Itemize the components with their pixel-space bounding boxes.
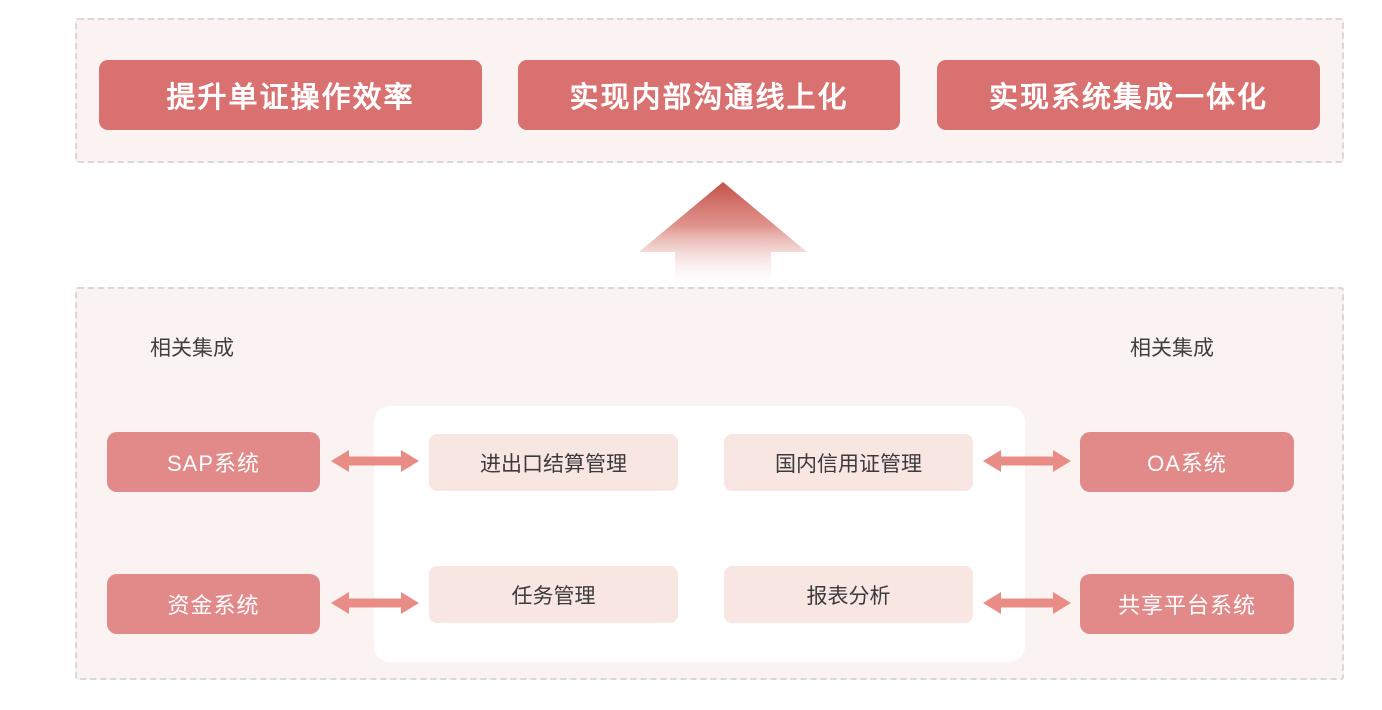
double-arrow-icon [331,592,419,614]
integration-container: 相关集成 相关集成 进出口结算管理 国内信用证管理 任务管理 报表分析 SAP系… [75,287,1344,680]
module-box-domestic-lc: 国内信用证管理 [724,434,973,491]
up-arrow-icon [639,182,807,290]
system-box-shared-platform: 共享平台系统 [1080,574,1294,634]
goal-box-online-communication: 实现内部沟通线上化 [518,60,900,130]
module-label: 国内信用证管理 [775,452,922,476]
goal-box-document-efficiency: 提升单证操作效率 [99,60,482,130]
double-arrow-icon [331,450,419,472]
module-label: 报表分析 [806,584,891,608]
goal-label: 实现系统集成一体化 [988,82,1268,114]
integration-label-left: 相关集成 [150,337,234,360]
system-box-oa: OA系统 [1080,432,1294,492]
module-box-import-export-settlement: 进出口结算管理 [429,434,678,491]
system-label: OA系统 [1147,451,1227,476]
goals-container: 提升单证操作效率 实现内部沟通线上化 实现系统集成一体化 [75,18,1344,163]
system-label: SAP系统 [166,451,261,476]
system-box-sap: SAP系统 [107,432,320,492]
module-box-task-management: 任务管理 [429,566,678,623]
module-box-report-analysis: 报表分析 [724,566,973,623]
goal-box-system-integration: 实现系统集成一体化 [937,60,1320,130]
double-arrow-icon [983,592,1071,614]
system-label: 共享平台系统 [1117,593,1256,618]
double-arrow-icon [983,450,1071,472]
goal-label: 实现内部沟通线上化 [569,82,849,114]
module-label: 进出口结算管理 [480,452,627,476]
system-label: 资金系统 [167,593,260,618]
integration-label-right: 相关集成 [1130,337,1214,360]
system-box-funds: 资金系统 [107,574,320,634]
goal-label: 提升单证操作效率 [166,82,415,114]
module-label: 任务管理 [511,584,596,608]
